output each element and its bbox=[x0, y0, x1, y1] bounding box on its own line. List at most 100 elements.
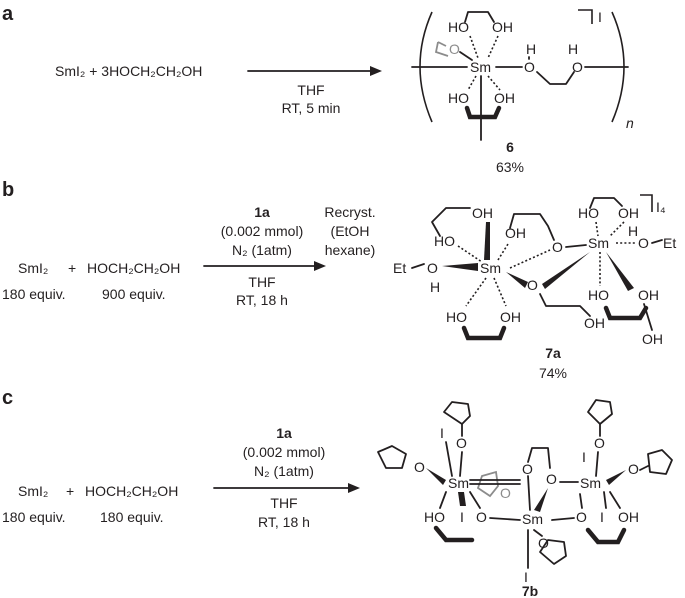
svg-text:O: O bbox=[594, 435, 605, 451]
solvent-c: THF bbox=[270, 495, 297, 511]
time-c: RT, 18 h bbox=[258, 514, 310, 530]
condition-a-solvent: THF bbox=[297, 82, 324, 98]
product-number-7b: 7b bbox=[522, 583, 538, 598]
thf-ring-c3 bbox=[476, 470, 499, 498]
svg-text:HO: HO bbox=[446, 309, 467, 325]
svg-text:I: I bbox=[582, 449, 586, 465]
counterion-bracket bbox=[578, 9, 593, 24]
svg-text:Et: Et bbox=[393, 260, 406, 276]
svg-text:O: O bbox=[552, 239, 563, 255]
recryst-solvent2-b: hexane) bbox=[325, 242, 376, 258]
equiv2-c: 180 equiv. bbox=[100, 509, 164, 525]
equiv1-b: 180 equiv. bbox=[2, 286, 66, 302]
catalyst-c: 1a bbox=[276, 425, 292, 441]
atmosphere-b: N₂ (1atm) bbox=[232, 242, 292, 258]
product-number-7a: 7a bbox=[545, 345, 561, 361]
svg-text:HO: HO bbox=[424, 509, 445, 525]
svg-text:O: O bbox=[538, 535, 549, 551]
svg-text:OH: OH bbox=[638, 287, 659, 303]
svg-text:I: I bbox=[600, 509, 604, 525]
sm-atom-b1: Sm bbox=[480, 260, 501, 276]
o-atom-a1: O bbox=[524, 59, 535, 75]
panel-label-b: b bbox=[2, 179, 14, 201]
sm-atom-c2: Sm bbox=[580, 475, 601, 491]
counterion-b: I₄ bbox=[656, 199, 666, 215]
thf-ring-c4 bbox=[587, 399, 613, 425]
product-6-structure: I n Sm O H O H HO OH O HO OH 6 63% bbox=[411, 9, 634, 175]
equiv2-b: 900 equiv. bbox=[102, 286, 166, 302]
svg-text:O: O bbox=[638, 235, 649, 251]
h-atom-a2: H bbox=[568, 41, 578, 57]
svg-text:HO: HO bbox=[578, 205, 599, 221]
product-number-6: 6 bbox=[506, 139, 514, 155]
arrowhead-a bbox=[370, 66, 382, 76]
sm-atom-c3: Sm bbox=[522, 511, 543, 527]
svg-text:O: O bbox=[427, 260, 438, 276]
product-7a-structure: I₄ Sm Sm Et O H O H Et HO OH OH O O OH bbox=[393, 194, 676, 381]
oh-bottom-a: OH bbox=[494, 90, 515, 106]
svg-text:O: O bbox=[628, 461, 639, 477]
svg-text:OH: OH bbox=[584, 315, 605, 331]
thf-ring-a bbox=[434, 41, 449, 57]
svg-text:OH: OH bbox=[472, 205, 493, 221]
svg-text:O: O bbox=[546, 471, 557, 487]
svg-text:OH: OH bbox=[618, 205, 639, 221]
svg-text:O: O bbox=[414, 459, 425, 475]
reactant2-c: HOCH₂CH₂OH bbox=[85, 483, 178, 499]
ho-top-a: HO bbox=[448, 19, 469, 35]
arrowhead-c bbox=[348, 483, 360, 493]
svg-text:OH: OH bbox=[618, 509, 639, 525]
svg-text:I: I bbox=[524, 569, 528, 585]
catalyst-b: 1a bbox=[254, 204, 270, 220]
recryst-solvent1-b: (EtOH bbox=[331, 223, 370, 239]
atmosphere-c: N₂ (1atm) bbox=[254, 463, 314, 479]
thf-ring-c2 bbox=[377, 445, 407, 469]
counterion-a: I bbox=[598, 9, 602, 25]
panel-label-c: c bbox=[2, 387, 13, 409]
thf-ring-c6 bbox=[539, 539, 567, 565]
arrowhead-b bbox=[314, 261, 326, 271]
product-7b-structure: Sm Sm Sm O I O HO I O O O O bbox=[377, 399, 673, 598]
plus-b: + bbox=[68, 260, 76, 276]
yield-6: 63% bbox=[496, 159, 524, 175]
reactant1-b: SmI₂ bbox=[18, 260, 48, 276]
svg-text:OH: OH bbox=[500, 309, 521, 325]
svg-text:O: O bbox=[449, 41, 460, 57]
svg-text:O: O bbox=[576, 509, 587, 525]
catalyst-amount-b: (0.002 mmol) bbox=[221, 223, 303, 239]
ho-bottom-a: HO bbox=[448, 90, 469, 106]
svg-text:O: O bbox=[527, 277, 538, 293]
thf-ring-c5 bbox=[647, 449, 673, 475]
svg-text:HO: HO bbox=[588, 287, 609, 303]
equiv1-c: 180 equiv. bbox=[2, 509, 66, 525]
condition-a-time: RT, 5 min bbox=[282, 100, 341, 116]
sm-atom-c1: Sm bbox=[448, 475, 469, 491]
svg-text:O: O bbox=[500, 485, 511, 501]
reactant1-c: SmI₂ bbox=[18, 483, 48, 499]
svg-text:H: H bbox=[628, 223, 638, 239]
sm-atom-a: Sm bbox=[470, 59, 491, 75]
time-b: RT, 18 h bbox=[236, 292, 288, 308]
svg-text:O: O bbox=[456, 435, 467, 451]
sm-atom-b2: Sm bbox=[588, 235, 609, 251]
plus-c: + bbox=[66, 483, 74, 499]
catalyst-amount-c: (0.002 mmol) bbox=[243, 444, 325, 460]
svg-text:O: O bbox=[476, 509, 487, 525]
svg-text:Et: Et bbox=[663, 235, 676, 251]
svg-text:HO: HO bbox=[434, 233, 455, 249]
reactants-a: SmI₂ + 3HOCH₂CH₂OH bbox=[55, 63, 202, 79]
reactant2-b: HOCH₂CH₂OH bbox=[87, 260, 180, 276]
h-atom-a1: H bbox=[526, 41, 536, 57]
svg-text:H: H bbox=[430, 279, 440, 295]
repeat-n: n bbox=[626, 115, 634, 131]
svg-text:OH: OH bbox=[642, 331, 663, 347]
oh-top-a: OH bbox=[492, 19, 513, 35]
recryst-b: Recryst. bbox=[324, 204, 375, 220]
panel-label-a: a bbox=[2, 3, 14, 25]
svg-text:O: O bbox=[522, 461, 533, 477]
solvent-b: THF bbox=[248, 274, 275, 290]
svg-text:OH: OH bbox=[505, 225, 526, 241]
thf-ring-c1 bbox=[443, 401, 471, 425]
o-atom-a2: O bbox=[572, 59, 583, 75]
